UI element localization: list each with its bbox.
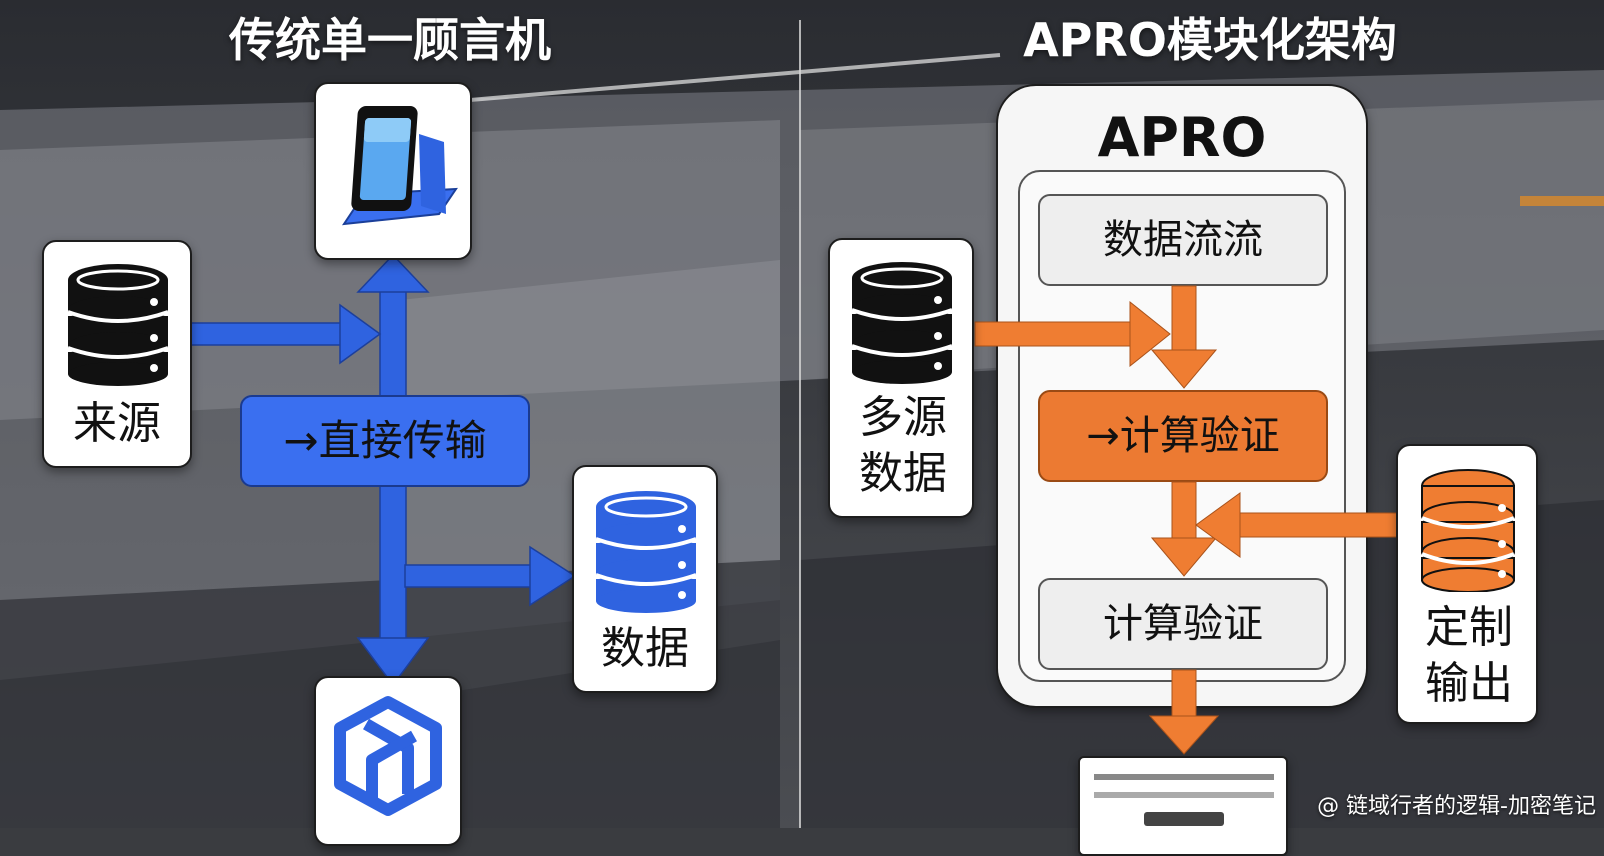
arrow-up-head (356, 253, 430, 293)
data-stream-label: 数据流流 (1103, 217, 1263, 263)
database-icon (67, 264, 169, 386)
compute-box: 计算验证 (1038, 578, 1328, 670)
database-icon (595, 491, 697, 613)
compute-label: 计算验证 (1103, 601, 1263, 647)
database-icon (851, 262, 953, 384)
watermark: @ 链域行者的逻辑-加密笔记 (1317, 794, 1596, 819)
custom-output-card: 定制输出 (1396, 444, 1538, 724)
phone-icon (341, 106, 458, 226)
source-label: 来源 (73, 398, 161, 449)
compute-active-label: →计算验证 (1086, 413, 1280, 459)
multi-source-card: 多源数据 (828, 238, 974, 518)
apro-title: APRO (1097, 106, 1267, 169)
source-card: 来源 (42, 240, 192, 468)
compute-active-box: →计算验证 (1038, 390, 1328, 482)
document-icon (1094, 774, 1274, 826)
data-label: 数据 (601, 623, 689, 674)
phone-card (314, 82, 472, 260)
direct-transfer-label: →直接传输 (283, 416, 487, 465)
document-card (1078, 756, 1288, 856)
direct-transfer-box: →直接传输 (240, 395, 530, 487)
hexagon-logo-icon (334, 696, 442, 816)
multi-source-label: 多源数据 (859, 392, 947, 499)
right-arrows (974, 285, 1398, 755)
data-card: 数据 (572, 465, 718, 693)
arrow-down-head (356, 637, 430, 687)
left-title: 传统单一顾言机 (229, 13, 551, 67)
custom-output-label: 定制输出 (1425, 602, 1513, 709)
logo-card (314, 676, 462, 846)
database-icon (1421, 469, 1515, 592)
data-stream-box: 数据流流 (1038, 194, 1328, 286)
right-title: APRO模块化架构 (1023, 13, 1397, 67)
